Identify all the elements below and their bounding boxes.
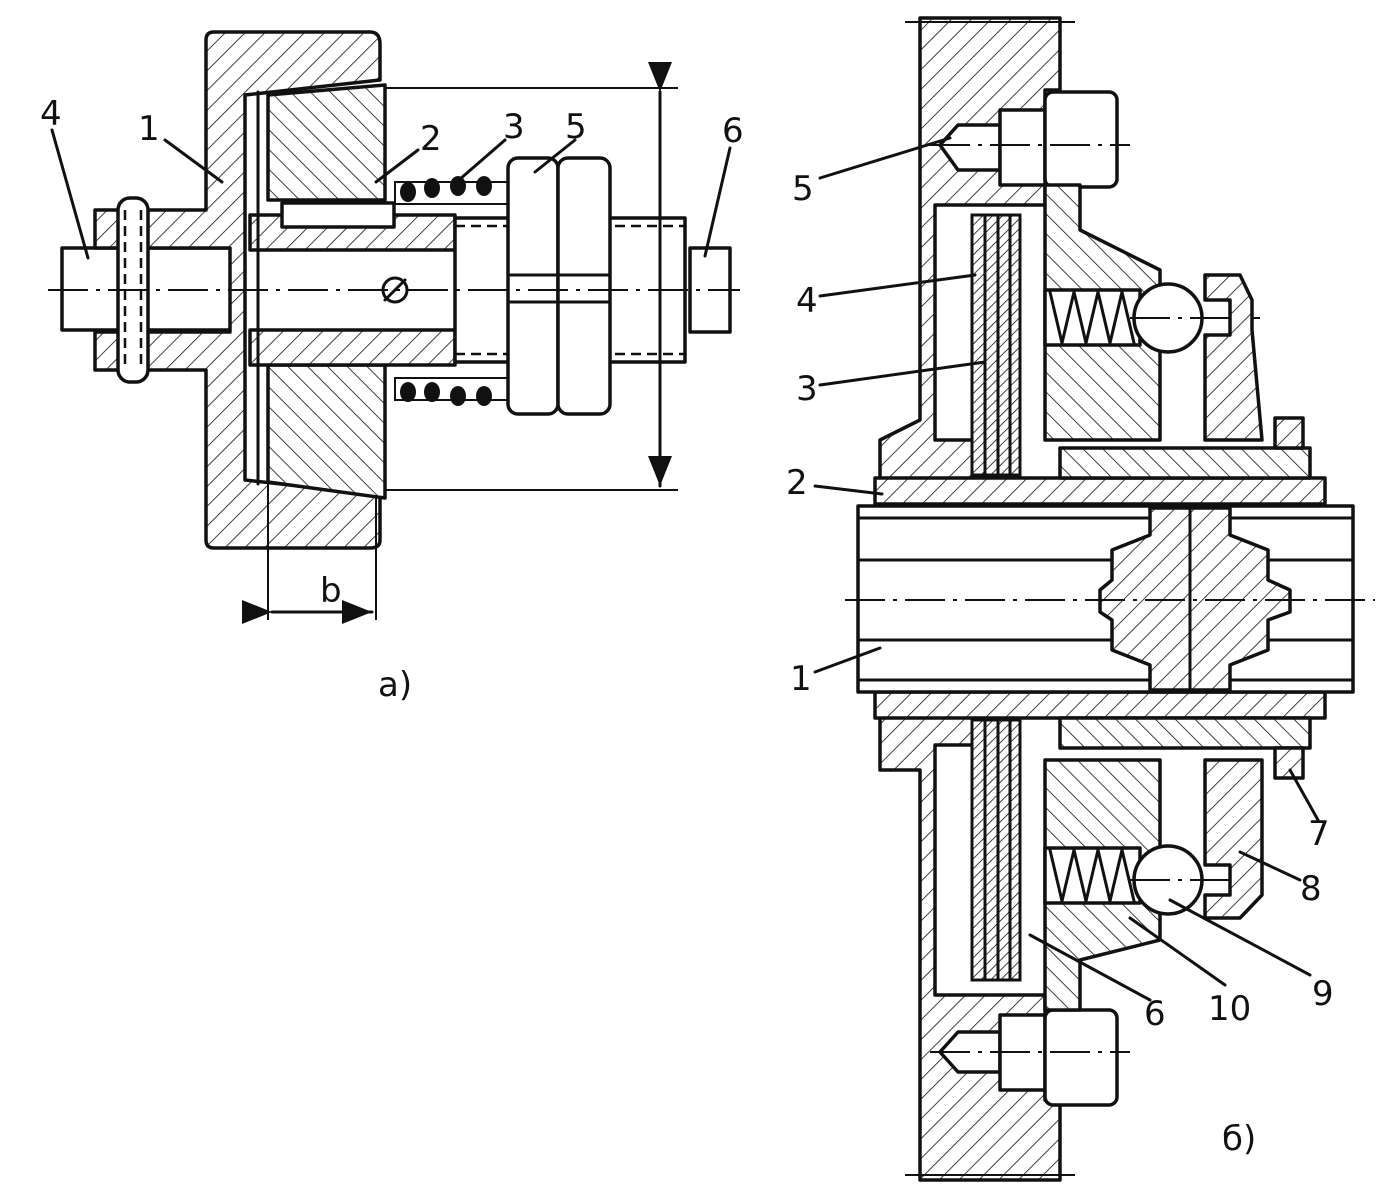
- sleeve-collar-top: [1058, 446, 1312, 480]
- label-a-3: 3: [503, 107, 525, 147]
- label-b-1: 1: [790, 659, 812, 699]
- label-b-5: 5: [792, 169, 814, 209]
- bushing-bottom: [248, 328, 457, 367]
- label-a-5: 5: [565, 107, 587, 147]
- housing-bottom: [878, 710, 1062, 1182]
- sleeve-bottom: [873, 690, 1327, 720]
- bolt-bottom-head: [1043, 1008, 1119, 1107]
- cam-8: [1203, 758, 1264, 920]
- figure-b-drawing: 5 4 3 2 1 7 8 9 10 6 б): [786, 16, 1375, 1182]
- label-b-2: 2: [786, 463, 808, 503]
- key: [280, 201, 396, 229]
- label-a-4: 4: [40, 94, 62, 134]
- label-b-3: 3: [796, 369, 818, 409]
- figure-a-drawing: b 4 1 2 3 5 6 a): [40, 30, 744, 705]
- disc-pack-top: [970, 213, 1022, 477]
- label-b-6: 6: [1144, 994, 1166, 1034]
- label-b-9: 9: [1312, 974, 1334, 1014]
- cam-upper: [1203, 273, 1264, 442]
- label-a-1: 1: [138, 109, 160, 149]
- label-b-7: 7: [1308, 814, 1330, 854]
- bolt-top-head: [1043, 90, 1119, 189]
- bolt-top-shank: [998, 108, 1047, 187]
- spring-lower: [1043, 846, 1142, 905]
- sleeve-collar-bottom: [1058, 716, 1312, 750]
- label-b-8: 8: [1300, 869, 1322, 909]
- part-2-cone-bottom: [266, 363, 387, 500]
- spring-3: [394, 176, 511, 406]
- caption-a: a): [378, 665, 412, 705]
- housing-top: [878, 16, 1062, 482]
- label-a-2: 2: [420, 119, 442, 159]
- caption-b: б): [1222, 1119, 1256, 1159]
- label-b-10: 10: [1208, 989, 1251, 1029]
- disc-pack-bottom: [970, 718, 1022, 982]
- spring-upper: [1043, 288, 1142, 347]
- nut-5-a: [506, 156, 560, 416]
- part-2-cone-top: [266, 83, 387, 202]
- label-a-6: 6: [722, 111, 744, 151]
- label-b-4: 4: [796, 281, 818, 321]
- nut-5-b: [556, 156, 612, 416]
- ring-top: [1273, 416, 1305, 450]
- ring-7: [1273, 746, 1305, 780]
- dimension-b: b: [320, 571, 342, 611]
- sleeve-2-top: [873, 476, 1327, 506]
